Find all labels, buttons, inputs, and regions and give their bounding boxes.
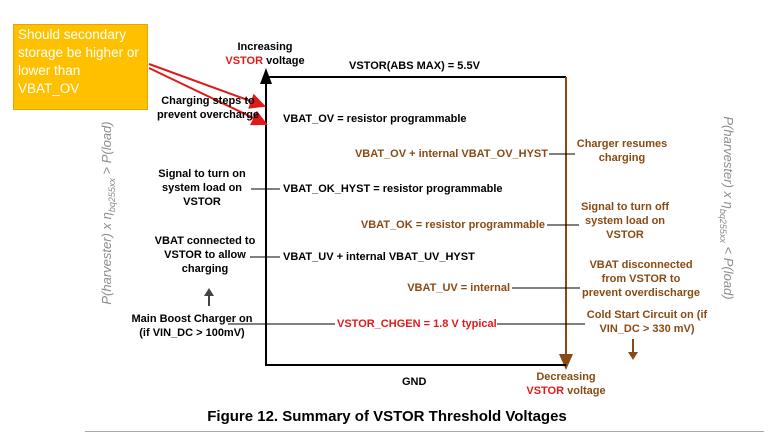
down-arrow-head [628,352,638,360]
vbat-uv-level: VBAT_UV = internal [407,282,510,294]
callout-arrow-1 [148,63,266,109]
increasing-label: Increasing VSTOR voltage [225,41,305,67]
vbat-ov-hyst-level: VBAT_OV + internal VBAT_OV_HYST [354,148,548,160]
decreasing-arrowhead [559,354,573,370]
caption-rule [85,431,764,432]
vbat-ok-hyst-level: VBAT_OK_HYST = resistor programmable [283,183,503,195]
abs-max-label: VSTOR(ABS MAX) = 5.5V [349,60,480,72]
vbat-ov-level: VBAT_OV = resistor programmable [283,113,467,125]
question-callout: Should secondary storage be higher or lo… [13,24,148,110]
vbat-uv-hyst-level: VBAT_UV + internal VBAT_UV_HYST [283,251,475,263]
callout-arrow-2 [148,67,268,126]
vbat-disconnected-note: VBAT disconnected from VSTOR to prevent … [582,259,700,299]
main-boost-note: Main Boost Charger on (if VIN_DC > 100mV… [131,313,253,339]
signal-off-note: Signal to turn off system load on VSTOR [581,201,669,241]
decreasing-label: Decreasing VSTOR voltage [526,371,606,397]
vbat-connected-note: VBAT connected to VSTOR to allow chargin… [154,235,256,275]
vstor-chgen-level: VSTOR_CHGEN = 1.8 V typical [337,318,497,330]
signal-on-note: Signal to turn on system load on VSTOR [158,168,246,208]
right-power-condition: P(harvester) x ηbq255xx < P(load) [718,116,736,300]
vbat-ok-level: VBAT_OK = resistor programmable [360,219,545,231]
charger-resumes-note: Charger resumes charging [576,138,668,164]
left-power-condition: P(harvester) x ηbq255xx > P(load) [99,121,117,305]
up-arrow-head [204,288,214,296]
cold-start-note: Cold Start Circuit on (if VIN_DC > 330 m… [586,309,708,335]
gnd-label: GND [402,376,427,388]
charging-steps-note: Charging steps to prevent overcharge [156,95,260,121]
figure-caption: Figure 12. Summary of VSTOR Threshold Vo… [207,408,567,425]
